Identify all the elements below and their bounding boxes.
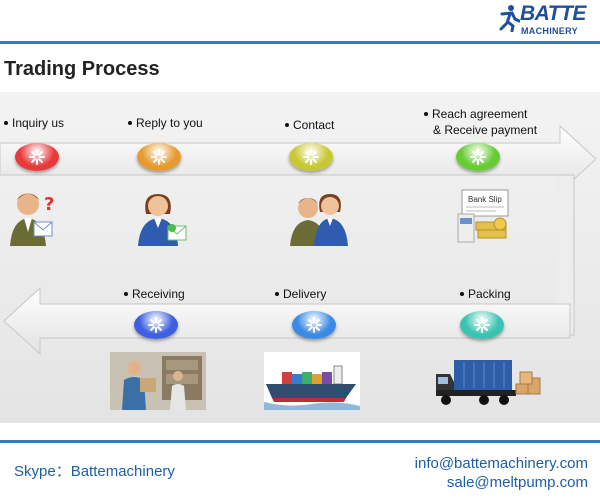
step-label-contact: Contact <box>285 118 334 133</box>
brand-logo: BATTE MACHINERY <box>498 2 590 40</box>
step-label-packing: Packing <box>460 287 511 302</box>
svg-text:?: ? <box>44 194 54 215</box>
step-label-receiving: Receiving <box>124 287 185 302</box>
node-mark-icon <box>306 317 322 333</box>
page-title: Trading Process <box>4 58 160 80</box>
email-info[interactable]: info@battemachinery.com <box>414 455 588 472</box>
step-label-agreement-2: & Receive payment <box>433 123 538 137</box>
step-label-agreement: Reach agreement <box>424 107 527 122</box>
contact-people-icon <box>290 194 348 246</box>
node-mark-icon <box>151 149 167 165</box>
footer-divider <box>0 440 600 443</box>
runner-icon <box>499 5 520 32</box>
email-block: info@battemachinery.com sale@meltpump.co… <box>415 454 588 492</box>
step-label-delivery: Delivery <box>275 287 326 302</box>
step-node-delivery[interactable] <box>292 311 336 339</box>
step-node-agreement[interactable] <box>456 143 500 171</box>
reply-person-icon <box>138 194 187 246</box>
bank-slip-text: Bank Slip <box>468 195 502 204</box>
step-node-contact[interactable] <box>289 143 333 171</box>
step-node-packing[interactable] <box>460 311 504 339</box>
packing-truck-icon <box>436 360 541 405</box>
bank-slip-icon: Bank Slip <box>457 189 509 243</box>
node-mark-icon <box>470 149 486 165</box>
step-node-reply[interactable] <box>137 143 181 171</box>
node-mark-icon <box>29 149 45 165</box>
brand-name: BATTE <box>520 2 586 25</box>
delivery-ship-icon <box>264 352 360 410</box>
node-mark-icon <box>148 317 164 333</box>
step-node-receiving[interactable] <box>134 311 178 339</box>
header-bar <box>0 0 600 42</box>
step-label-reply: Reply to you <box>128 116 203 131</box>
step-node-inquiry[interactable] <box>15 143 59 171</box>
receiving-photo <box>110 352 206 410</box>
step-label-inquiry: Inquiry us <box>4 116 64 131</box>
email-sale[interactable]: sale@meltpump.com <box>446 474 588 491</box>
node-mark-icon <box>303 149 319 165</box>
node-mark-icon <box>474 317 490 333</box>
brand-sub: MACHINERY <box>521 26 578 36</box>
inquiry-person-icon: ? <box>10 193 54 246</box>
skype-contact: Skype：Battemachinery <box>14 463 175 480</box>
header-divider <box>0 41 600 44</box>
